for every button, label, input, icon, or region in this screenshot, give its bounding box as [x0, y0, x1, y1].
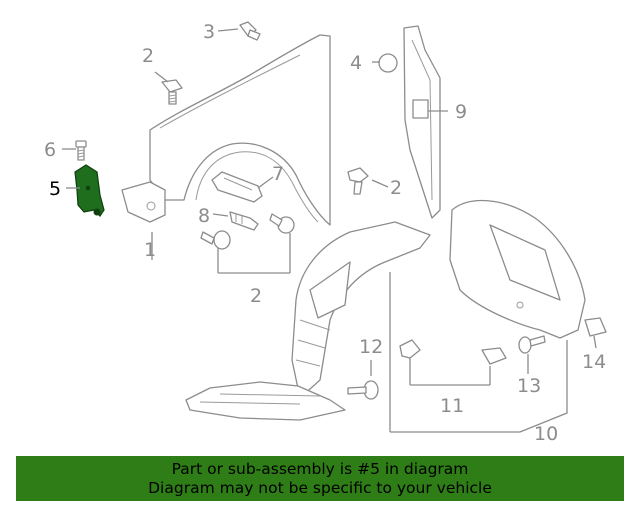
banner-line-2: Diagram may not be specific to your vehi…: [148, 479, 492, 497]
bolt-icon-13: [518, 335, 546, 354]
callout-7: 7: [272, 163, 284, 185]
callout-2-top: 2: [142, 45, 154, 67]
clip-icon-3: [239, 21, 261, 41]
bolt-icon-2-left: [200, 230, 231, 250]
callout-3: 3: [203, 21, 215, 43]
highlighted-bracket-part-5: [74, 164, 105, 217]
callout-8: 8: [198, 205, 210, 227]
pillar-panel-part-9: [403, 25, 441, 219]
bracket-part-7: [211, 171, 263, 203]
callout-14: 14: [582, 351, 606, 373]
clip-icon-11-right: [481, 347, 507, 365]
bolt-icon-2-top: [161, 79, 183, 105]
callout-2-bottom: 2: [250, 285, 262, 307]
callout-5-selected: 5: [49, 178, 61, 200]
parts-diagram: 1 2 2 2 3 4 5 6 7 8 9 10 11 12 13 14: [44, 21, 607, 445]
callout-10: 10: [534, 423, 558, 445]
grommet-icon-4: [378, 53, 398, 73]
callout-1: 1: [144, 239, 156, 261]
bolt-icon-12: [347, 380, 379, 400]
callout-11: 11: [440, 395, 464, 417]
callout-4: 4: [350, 52, 362, 74]
clip-icon-11-left: [399, 339, 421, 359]
callout-6: 6: [44, 139, 56, 161]
clip-icon-8: [229, 211, 259, 231]
bolt-icon-6: [75, 140, 87, 161]
bolt-icon-2-right: [269, 213, 295, 234]
callout-12: 12: [359, 336, 383, 358]
leader-lines: [62, 28, 597, 433]
callout-13: 13: [517, 375, 541, 397]
bolt-icon-2-side: [347, 167, 369, 195]
fender-part: [121, 34, 331, 226]
splash-shield-part: [185, 381, 346, 421]
fender-liner-part-10: [291, 199, 586, 399]
callout-2-right: 2: [390, 177, 402, 199]
clip-nut-icon-14: [584, 317, 607, 337]
footer-banner: Part or sub-assembly is #5 in diagram Di…: [16, 456, 624, 501]
banner-line-1: Part or sub-assembly is #5 in diagram: [171, 460, 469, 478]
callout-9: 9: [455, 101, 467, 123]
